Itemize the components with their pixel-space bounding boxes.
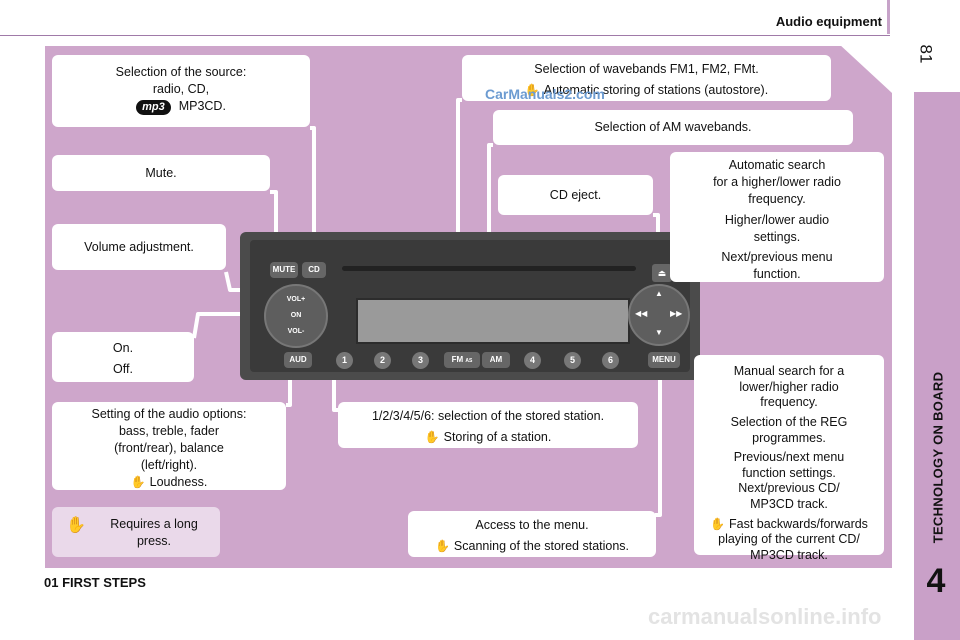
off-text: Off. <box>113 361 133 376</box>
forward-icon: ▶▶ <box>670 309 683 318</box>
long-press-icon: ✋ <box>710 516 725 531</box>
preset-button-5[interactable]: 5 <box>564 352 581 369</box>
callout-on-off: On. Off. <box>52 332 194 382</box>
manual-p1c: frequency. <box>760 395 818 410</box>
callout-auto-search: Automatic search for a higher/lower radi… <box>670 152 884 282</box>
chapter-side-tab <box>914 92 960 640</box>
volume-text: Volume adjustment. <box>84 240 194 254</box>
long-press-line1: Requires a long <box>110 517 198 531</box>
manual-p3b: function settings. <box>742 465 836 480</box>
mp3-badge: mp3 <box>136 99 171 115</box>
manual-p2a: Selection of the REG <box>730 414 848 429</box>
audio-line3: (front/rear), balance <box>114 440 224 455</box>
auto-p1a: Automatic search <box>728 158 826 172</box>
on-text: On. <box>112 341 134 355</box>
lcd-display <box>356 298 630 344</box>
callout-eject: CD eject. <box>498 175 653 215</box>
callout-volume: Volume adjustment. <box>52 224 226 270</box>
audio-line4: (left/right). <box>140 457 198 472</box>
auto-p2b: settings. <box>753 229 801 244</box>
chapter-number: 4 <box>926 562 946 600</box>
long-press-icon: ✋ <box>524 82 540 97</box>
callout-source: Selection of the source: radio, CD, mp3 M… <box>52 55 310 127</box>
am-text: Selection of AM wavebands. <box>594 120 752 134</box>
eject-button[interactable]: ⏏ <box>652 264 672 282</box>
eject-text: CD eject. <box>549 188 602 202</box>
manual-p1a: Manual search for a <box>733 364 845 378</box>
mute-button[interactable]: MUTE <box>270 262 298 278</box>
legend-long-press: ✋ Requires a long press. <box>52 507 220 557</box>
preset-button-3[interactable]: 3 <box>412 352 429 369</box>
watermark-bottom: carmanualsonline.info <box>648 604 882 629</box>
manual-p2b: programmes. <box>752 430 826 445</box>
fm-button[interactable]: FM AS <box>444 352 480 368</box>
long-press-icon: ✋ <box>434 538 450 553</box>
fm-line2: Automatic storing of stations (autostore… <box>543 82 769 97</box>
manual-p3a: Previous/next menu <box>733 450 845 465</box>
auto-p1b: for a higher/lower radio <box>713 174 841 189</box>
audio-line2: bass, treble, fader <box>118 423 220 438</box>
on-label: ON <box>290 312 302 319</box>
preset-button-6[interactable]: 6 <box>602 352 619 369</box>
header-divider <box>0 35 890 36</box>
manual-p3c: Next/previous CD/ <box>738 481 840 496</box>
radio-faceplate: MUTE CD VOL+ ON VOL- ⏏ ▲ ◀◀ ▶▶ ▼ AUD 1 2… <box>250 240 690 372</box>
source-line3: MP3CD. <box>178 98 226 113</box>
auto-p1c: frequency. <box>748 191 806 206</box>
header-accent-bar <box>887 0 890 34</box>
fm-label: FM <box>451 355 464 364</box>
presets-line2: Storing of a station. <box>443 429 552 444</box>
callout-manual-search: Manual search for a lower/higher radio f… <box>694 355 884 562</box>
cd-slot <box>342 266 636 271</box>
callout-menu: Access to the menu. ✋Scanning of the sto… <box>408 511 656 557</box>
callout-am: Selection of AM wavebands. <box>493 110 853 145</box>
callout-mute: Mute. <box>52 155 270 191</box>
mute-text: Mute. <box>145 166 177 180</box>
callout-fm: Selection of wavebands FM1, FM2, FMt. ✋A… <box>462 55 831 101</box>
down-arrow-icon: ▼ <box>655 328 663 337</box>
volume-knob[interactable]: VOL+ ON VOL- <box>264 284 328 348</box>
aud-button[interactable]: AUD <box>284 352 312 368</box>
auto-p3a: Next/previous menu <box>721 250 833 265</box>
rewind-icon: ◀◀ <box>635 309 648 318</box>
fm-line1: Selection of wavebands FM1, FM2, FMt. <box>534 62 759 76</box>
manual-p4a: Fast backwards/forwards <box>729 516 868 531</box>
vol-up-label: VOL+ <box>286 296 306 303</box>
long-press-icon: ✋ <box>424 429 440 444</box>
page-header-title: Audio equipment <box>775 14 882 29</box>
source-line2: radio, CD, <box>152 81 210 96</box>
audio-line1: Setting of the audio options: <box>91 407 247 421</box>
preset-button-4[interactable]: 4 <box>524 352 541 369</box>
menu-line2: Scanning of the stored stations. <box>453 538 630 553</box>
fm-as-label: AS <box>465 358 473 364</box>
am-button[interactable]: AM <box>482 352 510 368</box>
callout-audio-options: Setting of the audio options: bass, treb… <box>52 402 286 490</box>
presets-line1: 1/2/3/4/5/6: selection of the stored sta… <box>371 409 605 423</box>
long-press-icon: ✋ <box>66 517 86 534</box>
navigation-pad[interactable]: ▲ ◀◀ ▶▶ ▼ <box>628 284 690 346</box>
auto-p2a: Higher/lower audio <box>724 212 830 227</box>
menu-button[interactable]: MENU <box>648 352 680 368</box>
callout-presets: 1/2/3/4/5/6: selection of the stored sta… <box>338 402 638 448</box>
manual-p3d: MP3CD track. <box>750 497 828 511</box>
manual-p4b: playing of the current CD/ <box>718 532 860 547</box>
radio-unit: MUTE CD VOL+ ON VOL- ⏏ ▲ ◀◀ ▶▶ ▼ AUD 1 2… <box>240 232 700 380</box>
auto-p3b: function. <box>753 267 801 282</box>
long-press-line2: press. <box>136 533 172 548</box>
section-title: 01 FIRST STEPS <box>44 575 146 590</box>
audio-line5: Loudness. <box>149 474 208 489</box>
preset-button-2[interactable]: 2 <box>374 352 391 369</box>
manual-p1b: lower/higher radio <box>739 379 839 394</box>
up-arrow-icon: ▲ <box>655 289 663 298</box>
long-press-icon: ✋ <box>130 474 146 489</box>
watermark-top: CarManuals2.com <box>485 86 605 102</box>
menu-line1: Access to the menu. <box>475 518 589 532</box>
manual-p4c: MP3CD track. <box>750 547 828 562</box>
vol-down-label: VOL- <box>287 328 305 335</box>
source-line1: Selection of the source: <box>115 65 247 79</box>
preset-button-1[interactable]: 1 <box>336 352 353 369</box>
cd-button[interactable]: CD <box>302 262 326 278</box>
